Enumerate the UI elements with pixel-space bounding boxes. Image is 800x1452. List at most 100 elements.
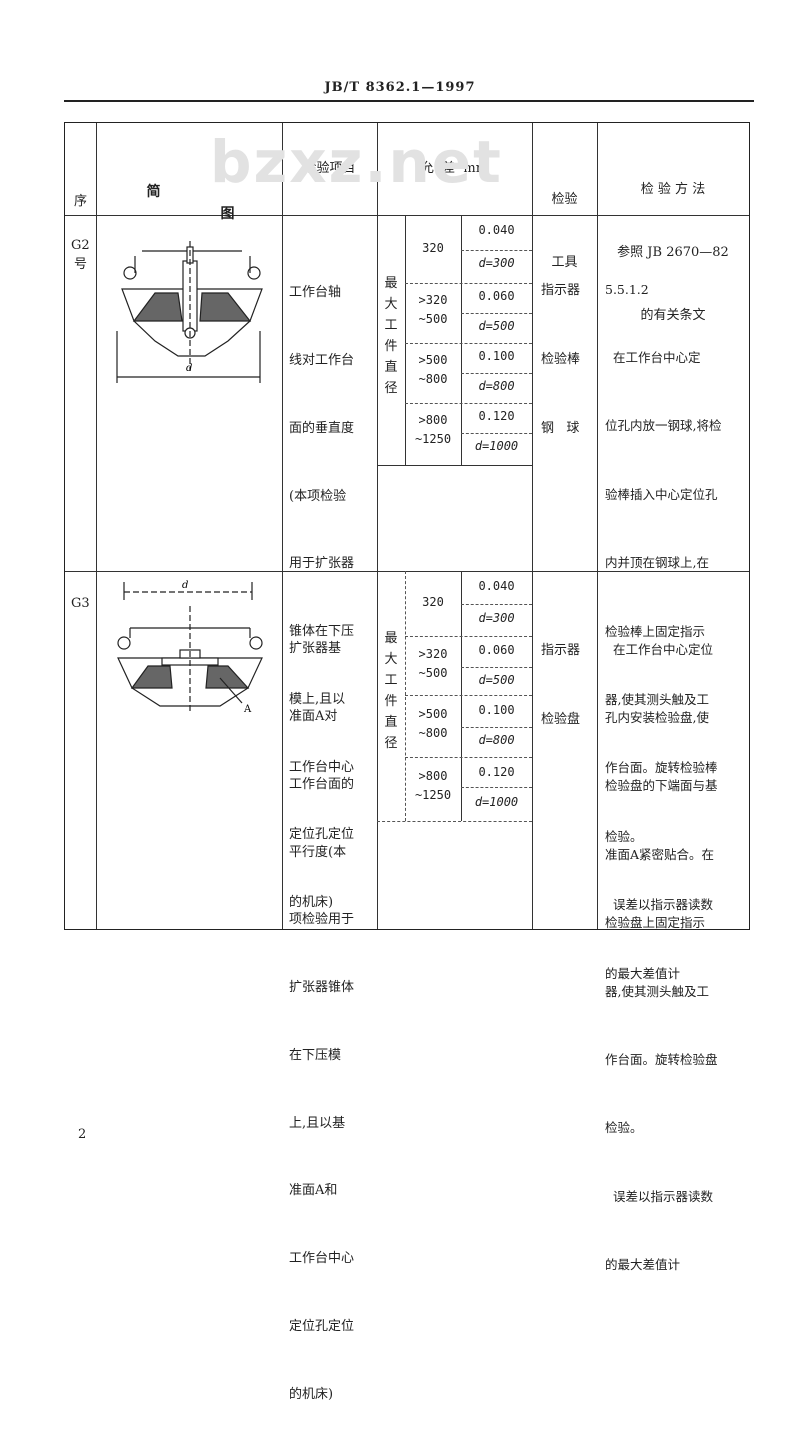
range-g2-0: 320 xyxy=(405,241,461,255)
range-line: >800 xyxy=(418,769,448,783)
sketch-d-label: d xyxy=(186,363,192,374)
tol-line xyxy=(405,215,406,465)
d-g2-0: d=300 xyxy=(478,256,515,270)
range-line: >320 xyxy=(418,647,448,661)
method-line: 检验。 xyxy=(605,1120,643,1136)
range-g2-2: >500 ~800 xyxy=(405,351,461,389)
item-line: 平行度(本 xyxy=(289,844,347,860)
value-g2-0: 0.040 xyxy=(478,223,515,237)
side-char: 直 xyxy=(384,360,398,375)
method-text-g3: 在工作台中心定位 孔内安装检验盘,使 检验盘的下端面与基 准面A紧密贴合。在 检… xyxy=(605,593,718,1323)
method-line: 位孔内放一钢球,将检 xyxy=(605,418,722,434)
value-g2-2: 0.100 xyxy=(478,349,515,363)
row-id: G2 xyxy=(71,238,90,253)
tol-sep xyxy=(461,433,532,434)
d-g3-0: d=300 xyxy=(478,611,515,625)
method-line: 的最大差值计 xyxy=(605,965,681,981)
header-sketch-char: 简 xyxy=(146,184,161,200)
method-text-g2: 5.5.1.2 在工作台中心定 位孔内放一钢球,将检 验棒插入中心定位孔 内并顶… xyxy=(605,233,721,1031)
method-line: 检验。 xyxy=(605,828,643,844)
method-line: 5.5.1.2 xyxy=(605,281,649,297)
col-line xyxy=(377,123,378,929)
method-line: 误差以指示器读数 xyxy=(605,1188,713,1204)
header-sketch-char: 图 xyxy=(220,206,235,222)
side-char: 大 xyxy=(384,297,398,312)
tool-line: 检验棒 xyxy=(541,352,581,367)
value-g2-1: 0.060 xyxy=(478,289,515,303)
item-line: 准面A和 xyxy=(289,1183,338,1199)
item-line: 工作台面的 xyxy=(289,776,355,792)
side-char: 直 xyxy=(384,715,398,730)
method-line: 在工作台中心定位 xyxy=(605,641,713,657)
col-line xyxy=(96,123,97,929)
tol-sep xyxy=(405,343,532,344)
col-line xyxy=(282,123,283,929)
item-line: 扩张器基 xyxy=(289,641,342,657)
tol-sep xyxy=(461,373,532,374)
method-line: 的最大差值计 xyxy=(605,1257,681,1273)
d-g3-3: d=1000 xyxy=(474,795,519,809)
range-line: 320 xyxy=(422,595,444,609)
range-g3-2: >500 ~800 xyxy=(405,705,461,743)
tool-line: 指示器 xyxy=(541,283,581,298)
range-line: >320 xyxy=(418,293,448,307)
tol-sep xyxy=(405,757,532,758)
range-g2-1: >320 ~500 xyxy=(405,291,461,329)
header-tolerance: 允 差 mm xyxy=(420,161,489,176)
range-line: >500 xyxy=(418,353,448,367)
range-line: ~500 xyxy=(418,312,448,326)
header-method-line: 参照 JB 2670—82 xyxy=(617,245,729,260)
side-label-g2: 最 大 工 件 直 径 xyxy=(383,273,399,399)
item-text-g3: 扩张器基 准面A对 工作台面的 平行度(本 项检验用于 扩张器锥体 在下压模 上… xyxy=(289,593,354,1452)
side-char: 工 xyxy=(384,673,398,688)
d-g2-1: d=500 xyxy=(478,319,515,333)
item-line: 用于扩张器 xyxy=(289,556,355,572)
method-line: 在工作台中心定 xyxy=(605,349,701,365)
value-g3-0: 0.040 xyxy=(478,579,515,593)
header-method-line: 的有关条文 xyxy=(640,308,706,323)
sketch-a-label: A xyxy=(243,704,252,715)
sketch-d-label: d xyxy=(182,580,188,591)
method-line: 检验棒上固定指示 xyxy=(605,623,706,639)
tol-line xyxy=(461,571,462,821)
item-line: 模上,且以 xyxy=(289,691,346,707)
sketch-g2: d xyxy=(116,241,263,383)
inspection-table: 序 号 简 图 检验项目 允 差 mm 检验 工具 检 验 方 法 参照 JB … xyxy=(64,122,750,1402)
value-g2-3: 0.120 xyxy=(478,409,515,423)
method-line: 准面A紧密贴合。在 xyxy=(605,846,715,862)
tool-text-g3: 指示器 检验盘 xyxy=(541,593,580,777)
item-line: (本项检验 xyxy=(289,488,347,504)
item-line: 工作台中心 xyxy=(289,759,355,775)
value-g3-3: 0.120 xyxy=(478,765,515,779)
page-number: 2 xyxy=(78,1127,87,1142)
range-line: ~1250 xyxy=(414,788,452,802)
tol-line xyxy=(377,465,532,466)
item-line: 扩张器锥体 xyxy=(289,980,355,996)
item-line: 准面A对 xyxy=(289,708,338,724)
method-line: 误差以指示器读数 xyxy=(605,897,713,913)
range-line: >500 xyxy=(418,707,448,721)
item-line: 锥体在下压 xyxy=(289,624,355,640)
header-tool-line: 检验 xyxy=(551,192,578,207)
method-line: 器,使其测头触及工 xyxy=(605,983,709,999)
d-g2-2: d=800 xyxy=(478,379,515,393)
method-line: 作台面。旋转检验盘 xyxy=(605,1051,718,1067)
method-line: 验棒插入中心定位孔 xyxy=(605,486,718,502)
header-rule xyxy=(64,100,754,102)
row-id: G3 xyxy=(71,596,90,611)
item-line: 定位孔定位 xyxy=(289,1319,355,1334)
side-char: 径 xyxy=(384,736,398,751)
tol-sep xyxy=(461,727,532,728)
side-char: 大 xyxy=(384,652,398,667)
range-g3-1: >320 ~500 xyxy=(405,645,461,683)
tol-line xyxy=(405,571,406,821)
tol-line xyxy=(377,821,532,822)
range-line: ~800 xyxy=(418,726,448,740)
tool-line: 检验盘 xyxy=(541,712,581,727)
d-g3-1: d=500 xyxy=(478,673,515,687)
header-tool-line: 工具 xyxy=(551,255,578,270)
item-line: 面的垂直度 xyxy=(289,420,355,436)
item-line: 在下压模 xyxy=(289,1047,342,1063)
header-seq: 序 号 xyxy=(65,149,96,317)
tol-sep xyxy=(405,636,532,637)
